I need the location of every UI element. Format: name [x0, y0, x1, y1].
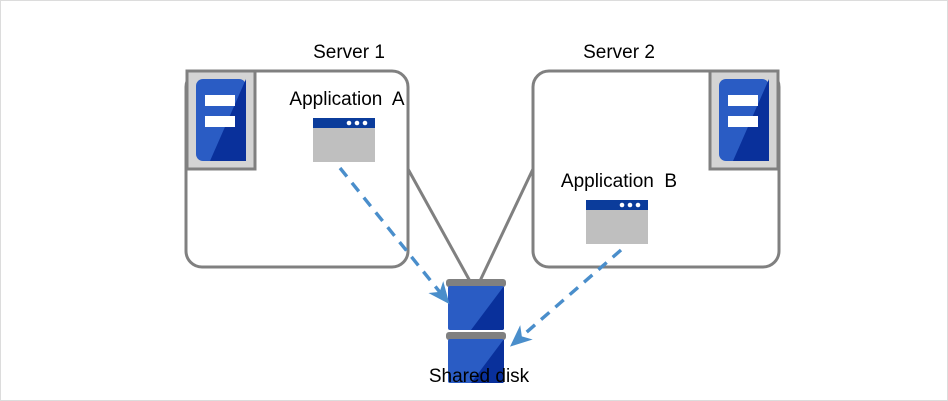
arrow-app-a-to-disk — [338, 166, 450, 305]
shared-disk-icon — [446, 279, 506, 383]
arrow-app-b-to-disk — [510, 248, 623, 347]
app-b-label: Application B — [560, 171, 678, 192]
app-b-window-icon — [586, 200, 648, 244]
connector-server1-to-disk — [406, 168, 473, 284]
shared-disk-label: Shared disk — [428, 366, 530, 387]
app-a-label: Application A — [289, 89, 405, 110]
server1-icon — [185, 69, 257, 171]
server2-title: Server 2 — [583, 42, 655, 63]
connector-server2-to-disk — [477, 168, 535, 284]
server2-icon — [708, 69, 780, 171]
server1-title: Server 1 — [313, 42, 385, 63]
app-a-window-icon — [313, 118, 375, 162]
